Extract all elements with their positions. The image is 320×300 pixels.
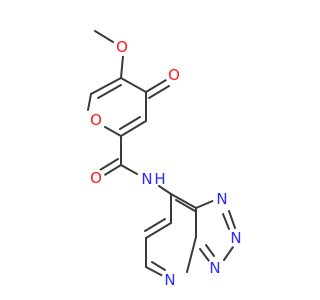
atom-labels: O O O O N H N N N N xyxy=(87,38,245,289)
amide-hydrogen-label: H xyxy=(154,170,165,188)
bond-c3-c2-double xyxy=(119,116,141,130)
bond-o-c5 xyxy=(120,55,124,79)
tetrazole-n2-label: N xyxy=(230,229,241,247)
bond-c6-c5-double xyxy=(97,84,122,99)
bond-c8a-n4-inner xyxy=(186,236,197,273)
bond-n1-n2 xyxy=(228,210,236,229)
bond-carbonyl-n xyxy=(120,164,138,175)
bonds xyxy=(87,30,236,277)
bond-c8-c8a-double xyxy=(175,199,196,212)
bond-c3-c2 xyxy=(120,120,147,137)
ketone-oxygen-label: O xyxy=(168,66,180,84)
tetrazole-n1-label: N xyxy=(216,190,227,208)
bond-methyl-o xyxy=(94,30,114,43)
methoxy-oxygen-label: O xyxy=(116,38,128,56)
bond-n-c8 xyxy=(158,185,172,195)
bond-n3-n4 xyxy=(199,248,210,262)
bond-c7-c6p-double xyxy=(144,218,166,232)
amide-nitrogen-label: N xyxy=(141,170,152,188)
tetrazole-n3-label: N xyxy=(209,259,220,277)
bond-c2-ring-o xyxy=(104,126,122,137)
bond-c5p-n4 xyxy=(145,266,164,277)
bridgehead-nitrogen-label: N xyxy=(164,271,175,289)
bond-n1-n2-double xyxy=(222,213,230,230)
bond-c5-c4 xyxy=(120,77,147,93)
bond-carbonyl-o-double xyxy=(99,158,119,171)
amide-oxygen-label: O xyxy=(90,169,102,187)
bond-c8a-n1 xyxy=(195,199,216,209)
bond-c8-c8a xyxy=(170,193,197,209)
bond-n2-n3 xyxy=(223,246,234,261)
ring-oxygen-label: O xyxy=(90,111,102,129)
bond-c5p-n4-double xyxy=(151,261,166,271)
bond-c6-c5 xyxy=(90,77,122,95)
bond-n3-n4-double xyxy=(205,244,215,257)
bond-ring-o-c6 xyxy=(87,93,92,111)
bond-carbonyl-o xyxy=(102,164,122,177)
bond-c4-ketone-double xyxy=(148,85,170,99)
bond-c7-c6p xyxy=(145,222,172,239)
molecule-structure-diagram: O O O O N H N N N N xyxy=(87,30,245,289)
bond-c4-ketone xyxy=(145,79,167,93)
